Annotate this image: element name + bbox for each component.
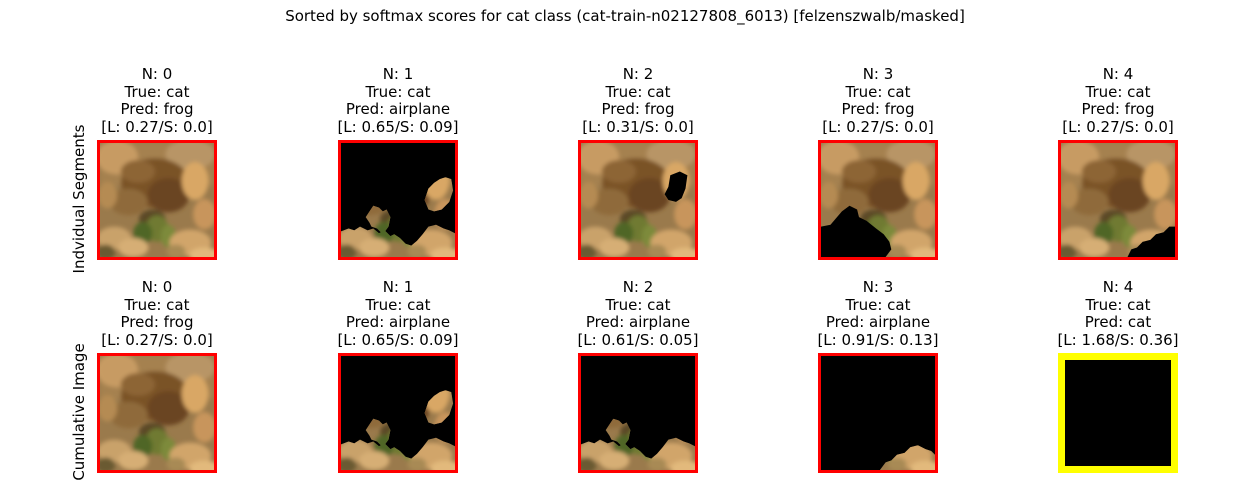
caption-n: N: 1 [382,65,414,83]
caption-pred: Pred: cat [1084,313,1152,331]
caption-n: N: 1 [382,278,414,296]
segment-image [97,140,217,260]
caption-scores: [L: 0.27/S: 0.0] [822,117,934,136]
caption-pred: Pred: airplane [345,313,451,331]
caption-true: True: cat [365,295,431,314]
segment-image [578,353,698,473]
caption-true: True: cat [845,295,911,314]
segment-image [818,140,938,260]
caption-true: True: cat [124,82,190,101]
caption-true: True: cat [365,82,431,101]
figure-title: Sorted by softmax scores for cat class (… [285,7,965,25]
segment-image [818,353,938,473]
caption-scores: [L: 0.91/S: 0.13] [817,330,939,349]
row-label-cumulative-image: Cumulative Image [70,343,88,481]
caption-scores: [L: 0.61/S: 0.05] [577,330,699,349]
caption-n: N: 0 [141,65,173,83]
caption-pred: Pred: airplane [585,313,691,331]
caption-n: N: 4 [1102,278,1134,296]
row-label-individual-segments: Indvidual Segments [70,124,88,274]
segment-image [338,140,458,260]
caption-scores: [L: 0.65/S: 0.09] [337,117,459,136]
caption-scores: [L: 0.27/S: 0.0] [101,117,213,136]
caption-true: True: cat [605,295,671,314]
segment-image [1058,353,1178,473]
caption-pred: Pred: airplane [345,100,451,118]
caption-scores: [L: 0.65/S: 0.09] [337,330,459,349]
caption-true: True: cat [605,82,671,101]
caption-scores: [L: 0.31/S: 0.0] [582,117,694,136]
caption-n: N: 3 [862,65,894,83]
caption-n: N: 4 [1102,65,1134,83]
caption-pred: Pred: frog [1081,100,1155,118]
caption-n: N: 0 [141,278,173,296]
segment-image [97,353,217,473]
caption-scores: [L: 0.27/S: 0.0] [1062,117,1174,136]
caption-pred: Pred: frog [601,100,675,118]
caption-scores: [L: 0.27/S: 0.0] [101,330,213,349]
caption-n: N: 2 [622,278,654,296]
caption-scores: [L: 1.68/S: 0.36] [1057,330,1179,349]
caption-true: True: cat [845,82,911,101]
segment-image [338,353,458,473]
caption-pred: Pred: frog [841,100,915,118]
segment-image [1058,140,1178,260]
caption-pred: Pred: airplane [825,313,931,331]
caption-true: True: cat [124,295,190,314]
caption-true: True: cat [1085,82,1151,101]
caption-pred: Pred: frog [120,313,194,331]
segment-image [578,140,698,260]
caption-true: True: cat [1085,295,1151,314]
caption-n: N: 2 [622,65,654,83]
caption-pred: Pred: frog [120,100,194,118]
caption-n: N: 3 [862,278,894,296]
